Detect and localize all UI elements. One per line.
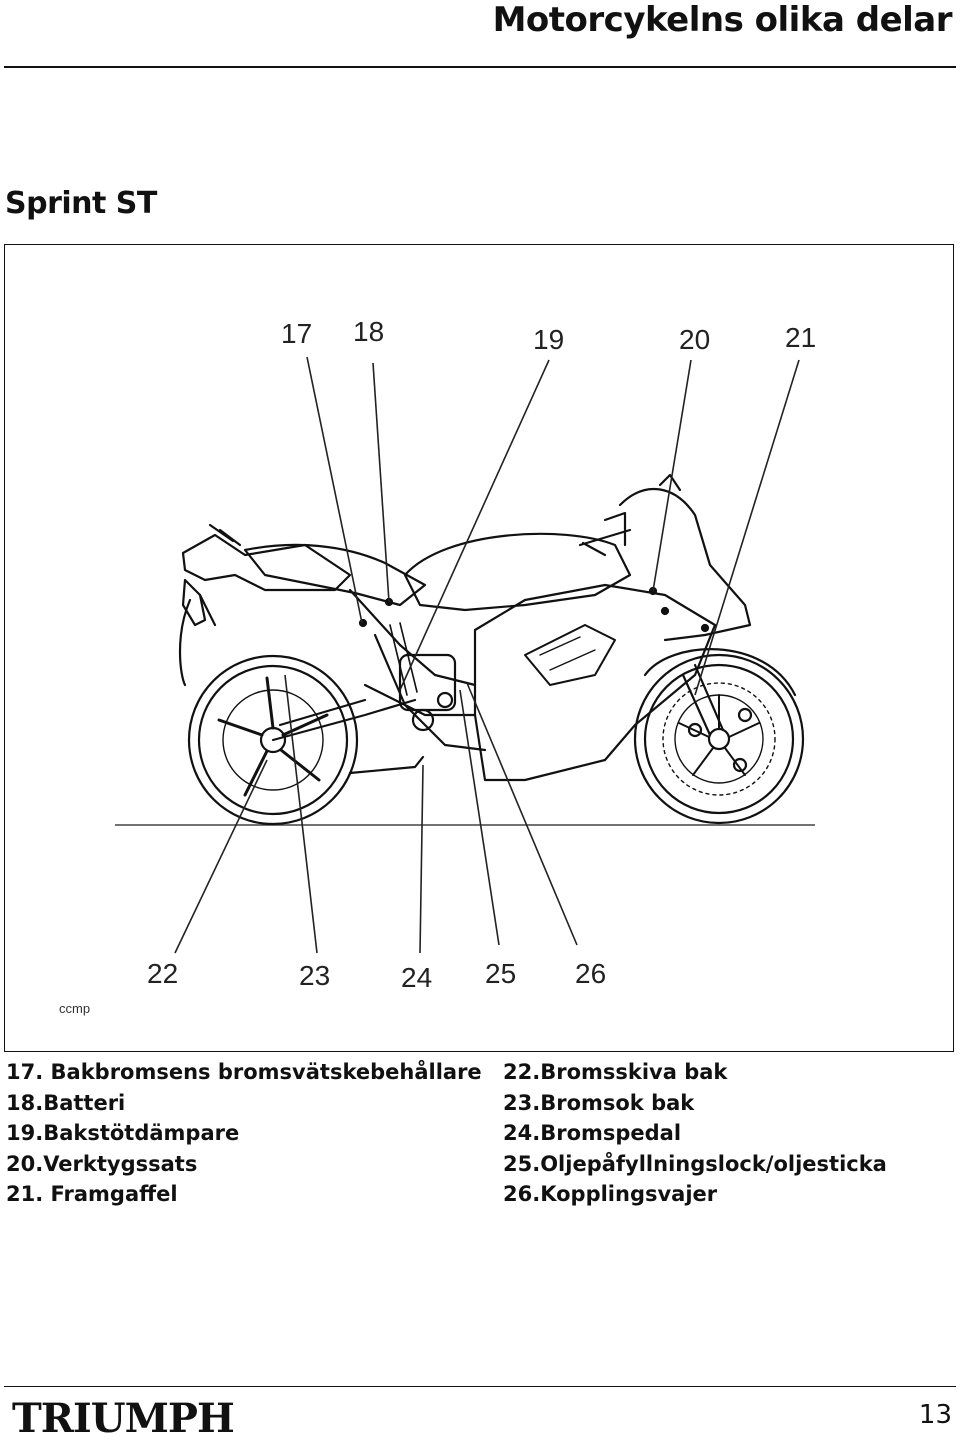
callout-21: 21 xyxy=(785,322,816,353)
legend-item-number: 19. xyxy=(6,1121,44,1145)
legend-item: 26.Kopplingsvajer xyxy=(503,1179,953,1210)
leader-lines xyxy=(174,356,800,954)
header-rule xyxy=(4,66,956,68)
legend-item-label: Oljepåfyllningslock/oljesticka xyxy=(540,1151,887,1176)
legend-item-label: Framgaffel xyxy=(50,1182,178,1206)
legend-item-label: Bakbromsens bromsvätskebehållare xyxy=(50,1060,482,1084)
legend-item: 19.Bakstötdämpare xyxy=(6,1118,496,1149)
legend-item-label: Bromsskiva bak xyxy=(540,1060,728,1084)
page-title: Motorcykelns olika delar xyxy=(492,0,953,40)
legend-item-number: 25. xyxy=(503,1151,541,1176)
callout-22: 22 xyxy=(147,958,178,989)
legend-item: 21. Framgaffel xyxy=(6,1179,496,1210)
section-title: Sprint ST xyxy=(5,186,157,221)
triumph-logo: TRIUMPH xyxy=(12,1395,235,1442)
legend-item: 22.Bromsskiva bak xyxy=(503,1057,953,1088)
legend-item-number: 20. xyxy=(6,1151,44,1176)
figure-code: ccmp xyxy=(59,1001,90,1016)
legend-item-number: 23. xyxy=(503,1090,541,1115)
legend-item: 20.Verktygssats xyxy=(6,1149,496,1180)
callout-18: 18 xyxy=(353,316,384,347)
legend-item-number: 24. xyxy=(503,1121,541,1145)
legend-right: 22.Bromsskiva bak 23.Bromsok bak 24.Brom… xyxy=(503,1057,953,1210)
legend-item-number: 22. xyxy=(503,1060,541,1084)
motorcycle-drawing xyxy=(178,473,805,826)
legend-item: 25.Oljepåfyllningslock/oljesticka xyxy=(503,1149,953,1180)
motorcycle-figure: 17 18 19 20 21 22 23 24 25 26 ccmp xyxy=(4,244,954,1052)
legend-item-label: Bromsok bak xyxy=(540,1090,695,1115)
legend-item-number: 17. xyxy=(6,1060,44,1084)
callout-23: 23 xyxy=(299,960,330,991)
footer-rule xyxy=(4,1386,956,1387)
callout-19: 19 xyxy=(533,324,564,355)
legend-item: 23.Bromsok bak xyxy=(503,1088,953,1119)
legend-item-label: Verktygssats xyxy=(43,1151,198,1176)
legend-item: 18.Batteri xyxy=(6,1088,496,1119)
front-tyre xyxy=(633,653,805,825)
legend-item-number: 21. xyxy=(6,1182,44,1206)
legend-item-label: Kopplingsvajer xyxy=(540,1182,718,1206)
page-number: 13 xyxy=(918,1400,952,1430)
callout-24: 24 xyxy=(401,962,432,993)
legend-item-label: Batteri xyxy=(43,1090,126,1115)
callout-26: 26 xyxy=(575,958,606,989)
legend-item: 17. Bakbromsens bromsvätskebehållare xyxy=(6,1057,496,1088)
callout-17: 17 xyxy=(281,318,312,349)
legend-left: 17. Bakbromsens bromsvätskebehållare 18.… xyxy=(6,1057,496,1210)
legend-item-number: 26. xyxy=(503,1182,541,1206)
legend-item-label: Bakstötdämpare xyxy=(43,1121,240,1145)
rear-tyre xyxy=(187,654,359,826)
motorcycle-illustration: 17 18 19 20 21 22 23 24 25 26 ccmp xyxy=(59,316,816,1016)
legend-item-label: Bromspedal xyxy=(540,1121,682,1145)
legend-item: 24.Bromspedal xyxy=(503,1118,953,1149)
legend-item-number: 18. xyxy=(6,1090,44,1115)
callout-20: 20 xyxy=(679,324,710,355)
callout-25: 25 xyxy=(485,958,516,989)
